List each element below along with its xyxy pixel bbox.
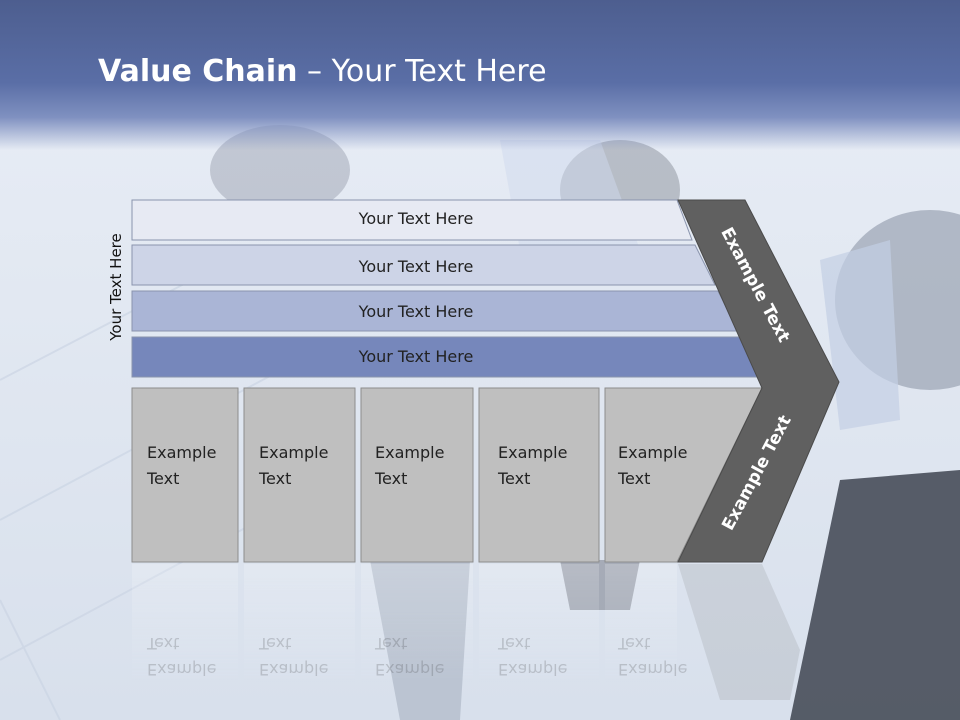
primary-activity-box-2 <box>243 387 356 563</box>
arrow-reflection <box>678 564 800 700</box>
box-label-4-reflection-line2: Text <box>498 634 531 653</box>
box-label-3-reflection-line1: Example <box>375 660 445 679</box>
primary-activity-box-1 <box>131 387 239 563</box>
primary-activity-box-3 <box>360 387 474 563</box>
box-label-4-reflection: Example Text <box>498 630 593 682</box>
box-label-2-reflection: Example Text <box>259 630 354 682</box>
box-reflection-2 <box>244 564 355 684</box>
box-label-2-reflection-line2: Text <box>259 634 292 653</box>
slide-title: Value Chain – Your Text Here <box>98 54 547 89</box>
support-band-1 <box>131 199 693 241</box>
box-label-4-reflection-line1: Example <box>498 660 568 679</box>
box-label-3-reflection: Example Text <box>375 630 470 682</box>
primary-activity-box-4 <box>478 387 600 563</box>
support-band-2 <box>131 244 716 286</box>
band-label-1: Your Text Here <box>358 209 474 228</box>
box-label-3-line1: Example <box>375 443 445 462</box>
box-reflection-4 <box>479 564 599 684</box>
box-label-5-line1: Example <box>618 443 688 462</box>
reflection-group <box>132 564 800 700</box>
box-label-5-reflection: Example Text <box>618 630 713 682</box>
band-label-2: Your Text Here <box>358 257 474 276</box>
box-label-1-reflection-line2: Text <box>147 634 180 653</box>
band-label-4: Your Text Here <box>358 347 474 366</box>
box-label-2-line2: Text <box>259 469 292 488</box>
box-label-3-reflection-line2: Text <box>375 634 408 653</box>
margin-chevron-arrow <box>677 199 840 563</box>
title-bold: Value Chain <box>98 54 298 89</box>
title-rest: – Your Text Here <box>297 54 547 89</box>
box-label-5-reflection-line1: Example <box>618 660 688 679</box>
band-label-3: Your Text Here <box>358 302 474 321</box>
box-label-1-line2: Text <box>147 469 180 488</box>
box-label-5-reflection-line2: Text <box>618 634 651 653</box>
box-reflection-1 <box>132 564 238 684</box>
box-label-1-line1: Example <box>147 443 217 462</box>
box-reflection-5 <box>605 564 677 684</box>
box-reflection-3 <box>361 564 473 684</box>
box-label-4-line2: Text <box>498 469 531 488</box>
box-label-2-line1: Example <box>259 443 329 462</box>
box-label-5-line2: Text <box>618 469 651 488</box>
box-label-2-reflection-line1: Example <box>259 660 329 679</box>
box-label-1-reflection-line1: Example <box>147 660 217 679</box>
box-label-4-line1: Example <box>498 443 568 462</box>
box-label-1-reflection: Example Text <box>147 630 242 682</box>
header-banner <box>0 0 960 150</box>
box-label-3-line2: Text <box>375 469 408 488</box>
primary-activity-box-5 <box>604 387 763 563</box>
